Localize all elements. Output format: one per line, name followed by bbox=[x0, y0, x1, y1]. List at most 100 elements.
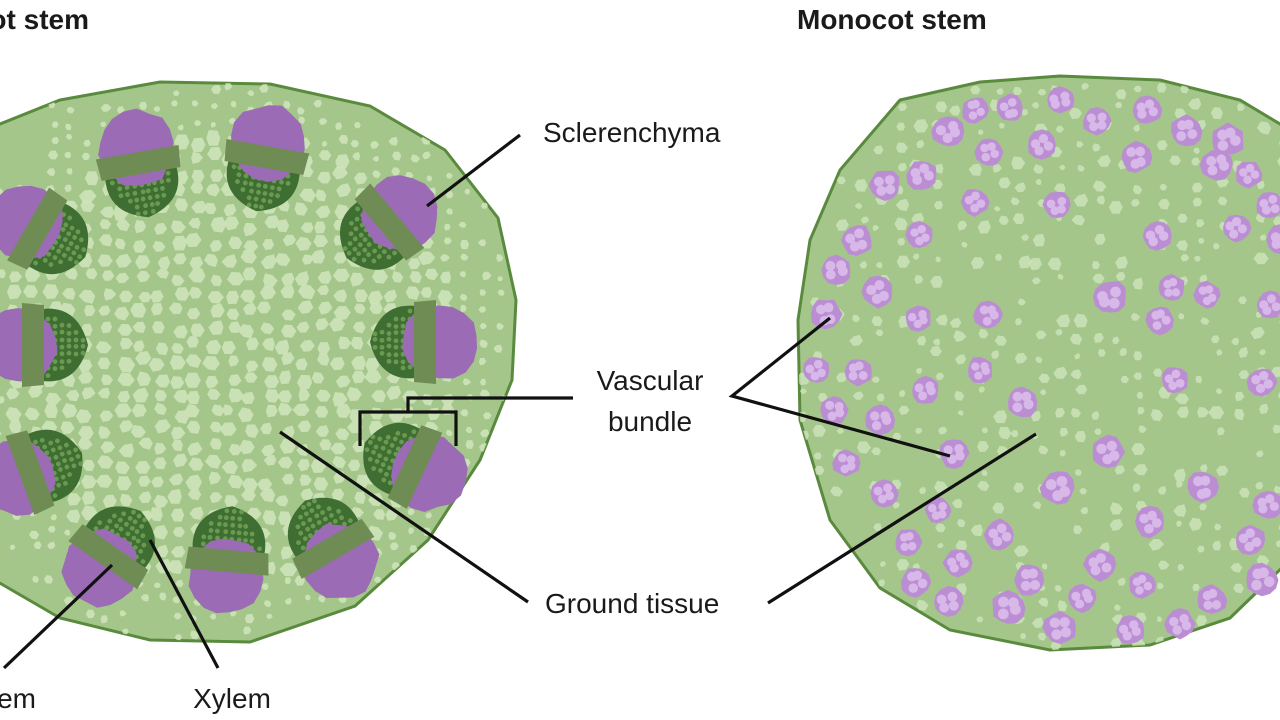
monocot-stem bbox=[796, 74, 1280, 652]
monocot-vascular-bundle bbox=[906, 161, 937, 190]
parenchyma-cell bbox=[317, 270, 332, 285]
parenchyma-cell bbox=[265, 389, 280, 403]
parenchyma-cell bbox=[1079, 488, 1087, 495]
monocot-vascular-bundle bbox=[1142, 221, 1172, 251]
parenchyma-cell bbox=[477, 239, 487, 247]
parenchyma-cell bbox=[860, 216, 870, 224]
monocot-vascular-bundle bbox=[1246, 368, 1278, 397]
parenchyma-cell bbox=[916, 335, 927, 346]
parenchyma-cell bbox=[83, 139, 91, 147]
dicot-vascular-bundle bbox=[224, 105, 310, 212]
parenchyma-cell bbox=[872, 225, 880, 232]
parenchyma-cell bbox=[479, 389, 490, 399]
parenchyma-cell bbox=[1230, 563, 1243, 573]
dicot-vascular-bundle bbox=[0, 185, 89, 275]
parenchyma-cell bbox=[228, 374, 242, 386]
parenchyma-cell bbox=[1150, 409, 1164, 422]
xylem-cell bbox=[393, 359, 399, 365]
xylem-cell bbox=[42, 444, 48, 450]
monocot-vascular-bundle bbox=[973, 300, 1003, 329]
parenchyma-cell bbox=[898, 389, 906, 397]
parenchyma-cell bbox=[329, 357, 345, 371]
parenchyma-cell bbox=[333, 252, 347, 264]
bundle-cell bbox=[840, 464, 850, 474]
parenchyma-cell bbox=[66, 106, 75, 114]
bundle-cell bbox=[1179, 614, 1189, 624]
bundle-cell bbox=[884, 175, 895, 185]
xylem-cell bbox=[248, 181, 254, 187]
xylem-cell bbox=[380, 462, 386, 468]
parenchyma-cell bbox=[98, 305, 111, 316]
monocot-vascular-bundle bbox=[844, 359, 872, 387]
bundle-cell bbox=[1265, 494, 1275, 504]
parenchyma-cell bbox=[315, 205, 331, 219]
parenchyma-cell bbox=[1097, 154, 1111, 167]
xylem-cell bbox=[243, 173, 249, 179]
parenchyma-cell bbox=[118, 443, 135, 458]
parenchyma-cell bbox=[301, 254, 314, 265]
xylem-cell bbox=[253, 196, 259, 202]
parenchyma-cell bbox=[333, 268, 350, 282]
parenchyma-cell bbox=[1055, 125, 1065, 133]
parenchyma-cell bbox=[392, 271, 404, 283]
parenchyma-cell bbox=[953, 330, 967, 342]
xylem-cell bbox=[64, 464, 70, 470]
bundle-cell bbox=[919, 163, 930, 174]
xylem-cell bbox=[207, 534, 213, 540]
xylem-cell bbox=[257, 546, 262, 552]
parenchyma-cell bbox=[854, 179, 868, 192]
xylem-cell bbox=[383, 456, 389, 462]
bundle-cell bbox=[1050, 206, 1060, 216]
parenchyma-cell bbox=[1055, 329, 1063, 336]
xylem-cell bbox=[342, 246, 348, 251]
parenchyma-cell bbox=[32, 576, 39, 583]
parenchyma-cell bbox=[1015, 318, 1022, 326]
parenchyma-cell bbox=[1216, 349, 1223, 356]
bundle-cell bbox=[1232, 217, 1242, 227]
parenchyma-cell bbox=[155, 342, 169, 356]
parenchyma-cell bbox=[445, 191, 454, 199]
xylem-cell bbox=[50, 447, 56, 453]
parenchyma-cell bbox=[332, 166, 348, 180]
parenchyma-cell bbox=[228, 321, 241, 333]
xylem-cell bbox=[366, 252, 371, 258]
parenchyma-cell bbox=[84, 305, 96, 317]
parenchyma-cell bbox=[135, 255, 151, 270]
xylem-cell bbox=[63, 442, 69, 448]
xylem-cell bbox=[69, 456, 74, 462]
vascular-bundle-label-line1: Vascular bbox=[597, 365, 704, 396]
parenchyma-cell bbox=[244, 372, 258, 383]
xylem-cell bbox=[393, 324, 399, 329]
bundle-cell bbox=[1095, 553, 1106, 564]
bundle-cell bbox=[827, 411, 837, 421]
bundle-cell bbox=[968, 111, 978, 120]
bundle-cell bbox=[877, 494, 887, 504]
parenchyma-cell bbox=[1014, 352, 1028, 364]
parenchyma-cell bbox=[1197, 545, 1205, 553]
bundle-cell bbox=[974, 371, 983, 380]
parenchyma-cell bbox=[284, 577, 291, 584]
parenchyma-cell bbox=[1017, 298, 1026, 306]
parenchyma-cell bbox=[81, 474, 97, 489]
parenchyma-cell bbox=[916, 140, 925, 148]
parenchyma-cell bbox=[64, 529, 71, 536]
parenchyma-cell bbox=[913, 119, 929, 133]
parenchyma-cell bbox=[294, 271, 310, 286]
parenchyma-cell bbox=[263, 454, 277, 466]
parenchyma-cell bbox=[897, 162, 907, 172]
bundle-cell bbox=[1251, 537, 1262, 547]
parenchyma-cell bbox=[898, 103, 908, 112]
xylem-cell bbox=[370, 434, 376, 440]
parenchyma-cell bbox=[78, 426, 94, 440]
bundle-cell bbox=[1090, 565, 1101, 576]
parenchyma-cell bbox=[298, 116, 306, 124]
parenchyma-cell bbox=[138, 291, 152, 303]
parenchyma-cell bbox=[1012, 86, 1023, 96]
bundle-cell bbox=[880, 411, 890, 421]
xylem-cell bbox=[48, 440, 54, 446]
monocot-vascular-bundle bbox=[992, 589, 1026, 624]
xylem-cell bbox=[393, 338, 399, 344]
bundle-cell bbox=[871, 293, 882, 304]
bundle-cell bbox=[1020, 580, 1031, 591]
parenchyma-cell bbox=[1176, 480, 1184, 488]
